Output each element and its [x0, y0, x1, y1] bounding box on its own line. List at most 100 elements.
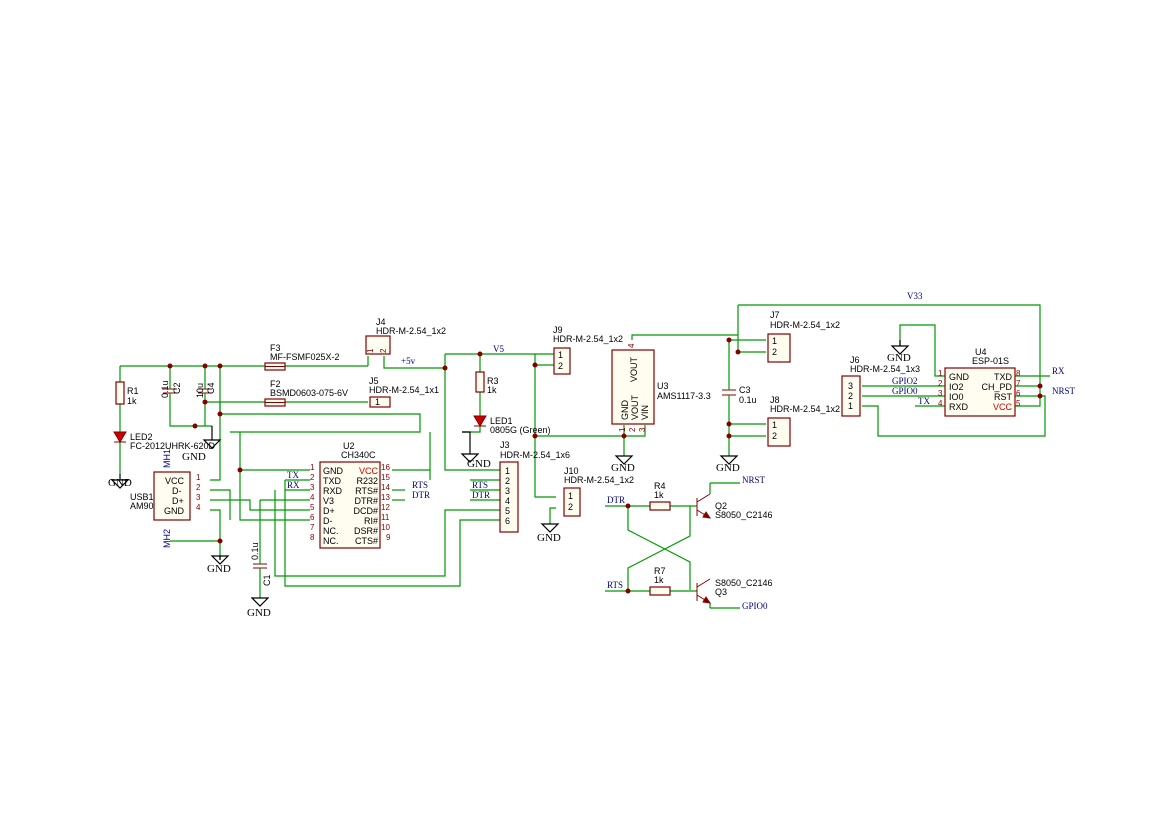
fuse-f3: F3 MF-FSMF025X-2	[264, 343, 340, 371]
svg-text:1k: 1k	[127, 396, 137, 406]
svg-text:4: 4	[505, 496, 510, 506]
ground-icon: GND	[537, 523, 561, 544]
resistor-r3: R3 1k	[475, 371, 499, 395]
svg-text:S8050_C2146: S8050_C2146	[715, 510, 773, 520]
capacitor-c4: 10u C4	[195, 382, 216, 400]
svg-text:V3: V3	[323, 496, 334, 506]
svg-text:GND: GND	[182, 451, 206, 463]
regulator-u3: VOUT GND VOUT VIN 4 1 2 3 U3 AMS1117-3.3	[611, 343, 711, 432]
svg-text:R4: R4	[654, 481, 666, 491]
svg-text:TXD: TXD	[994, 372, 1013, 382]
svg-text:8: 8	[1016, 369, 1021, 378]
svg-text:GND: GND	[323, 466, 344, 476]
net-label-v5: V5	[493, 344, 504, 354]
connector-j10: 1 2 J10 HDR-M-2.54_1x2	[563, 466, 634, 517]
svg-text:VCC: VCC	[993, 402, 1013, 412]
svg-text:1: 1	[772, 336, 777, 346]
connector-j8: 1 2 J8 HDR-M-2.54_1x2	[767, 395, 840, 447]
svg-text:DSR#: DSR#	[354, 526, 378, 536]
svg-text:HDR-M-2.54_1x2: HDR-M-2.54_1x2	[376, 326, 446, 336]
ic-u2: U2 CH340C GND TXD RXD V3 D+ D- NC. NC. 1…	[310, 441, 391, 549]
svg-text:1: 1	[938, 369, 943, 378]
svg-text:RTS#: RTS#	[355, 486, 378, 496]
net-label-dtr-j3: DTR	[472, 490, 490, 500]
svg-text:15: 15	[381, 473, 390, 482]
svg-text:ESP-01S: ESP-01S	[972, 356, 1009, 366]
svg-text:5: 5	[505, 506, 510, 516]
svg-text:11: 11	[381, 513, 390, 522]
svg-text:USB1: USB1	[130, 492, 154, 502]
capacitor-c2: 0.1u C2	[160, 380, 182, 400]
svg-text:Q2: Q2	[715, 501, 727, 511]
svg-text:4: 4	[310, 493, 315, 502]
connector-j6: 3 2 1 J6 HDR-M-2.54_1x3	[841, 355, 920, 417]
svg-text:LED2: LED2	[130, 432, 153, 442]
svg-text:2: 2	[558, 361, 563, 371]
svg-text:RXD: RXD	[323, 486, 343, 496]
svg-text:F2: F2	[270, 379, 281, 389]
net-label-rts-j3: RTS	[472, 480, 488, 490]
svg-text:AM90: AM90	[130, 501, 154, 511]
svg-text:GND: GND	[247, 607, 271, 619]
svg-text:9: 9	[386, 533, 391, 542]
svg-text:3: 3	[310, 483, 315, 492]
svg-text:2: 2	[505, 476, 510, 486]
svg-text:1: 1	[375, 397, 380, 407]
svg-text:HDR-M-2.54_1x2: HDR-M-2.54_1x2	[770, 404, 840, 414]
svg-text:1k: 1k	[654, 490, 664, 500]
svg-text:GND: GND	[716, 462, 740, 474]
ground-icon: GND	[108, 474, 132, 489]
connector-j5: 1 J5 HDR-M-2.54_1x1	[369, 376, 439, 408]
svg-text:J4: J4	[376, 317, 386, 327]
svg-text:4: 4	[938, 399, 943, 408]
ground-icon: GND	[247, 597, 271, 619]
svg-text:1: 1	[310, 463, 315, 472]
svg-text:VIN: VIN	[640, 405, 650, 420]
svg-text:RI#: RI#	[364, 516, 378, 526]
svg-text:J10: J10	[564, 466, 579, 476]
svg-text:VOUT: VOUT	[629, 356, 639, 382]
svg-text:1: 1	[618, 427, 627, 432]
svg-text:2: 2	[310, 473, 315, 482]
svg-text:2: 2	[196, 483, 201, 492]
svg-text:4: 4	[627, 343, 636, 348]
ground-icon: GND	[887, 340, 911, 364]
net-label-rts-u2: RTS	[412, 480, 428, 490]
led-led2: LED2 FC-2012UHRK-620D	[113, 431, 216, 451]
svg-text:C2: C2	[172, 382, 182, 394]
svg-text:LED1: LED1	[490, 416, 513, 426]
ground-icon: GND	[460, 431, 491, 470]
svg-text:R232: R232	[356, 476, 378, 486]
svg-text:1k: 1k	[654, 575, 664, 585]
svg-text:VOUT: VOUT	[630, 394, 640, 420]
svg-text:6: 6	[1016, 389, 1021, 398]
svg-text:1: 1	[848, 401, 853, 411]
svg-text:GND: GND	[537, 532, 561, 544]
svg-text:GND: GND	[887, 352, 911, 364]
svg-text:J8: J8	[770, 395, 780, 405]
net-label-dtr-u2: DTR	[412, 490, 430, 500]
connector-j4: 1 2 J4 HDR-M-2.54_1x2	[365, 317, 446, 355]
svg-text:D+: D+	[172, 496, 184, 506]
connector-j7: 1 2 J7 HDR-M-2.54_1x2	[767, 310, 840, 363]
fuse-f2: F2 BSMD0603-075-6V	[264, 379, 348, 407]
net-label-gpio0-q: GPIO0	[742, 601, 768, 611]
svg-text:U2: U2	[343, 441, 355, 451]
svg-text:GND: GND	[620, 400, 630, 421]
svg-text:3: 3	[196, 493, 201, 502]
module-u4: U4 ESP-01S GND IO2 IO0 RXD 1 2 3 4 TXD C…	[938, 347, 1021, 417]
svg-text:1k: 1k	[487, 385, 497, 395]
svg-text:U3: U3	[657, 381, 669, 391]
svg-text:J9: J9	[553, 325, 563, 335]
svg-text:R1: R1	[127, 386, 139, 396]
net-label-rx-esp: RX	[1052, 366, 1065, 376]
svg-text:8: 8	[310, 533, 315, 542]
net-label-rx-u2: RX	[287, 480, 300, 490]
svg-text:J3: J3	[500, 440, 510, 450]
svg-text:6: 6	[310, 513, 315, 522]
svg-text:2: 2	[628, 427, 637, 432]
junctions	[167, 337, 1043, 594]
svg-text:2: 2	[772, 347, 777, 357]
svg-text:HDR-M-2.54_1x3: HDR-M-2.54_1x3	[850, 364, 920, 374]
